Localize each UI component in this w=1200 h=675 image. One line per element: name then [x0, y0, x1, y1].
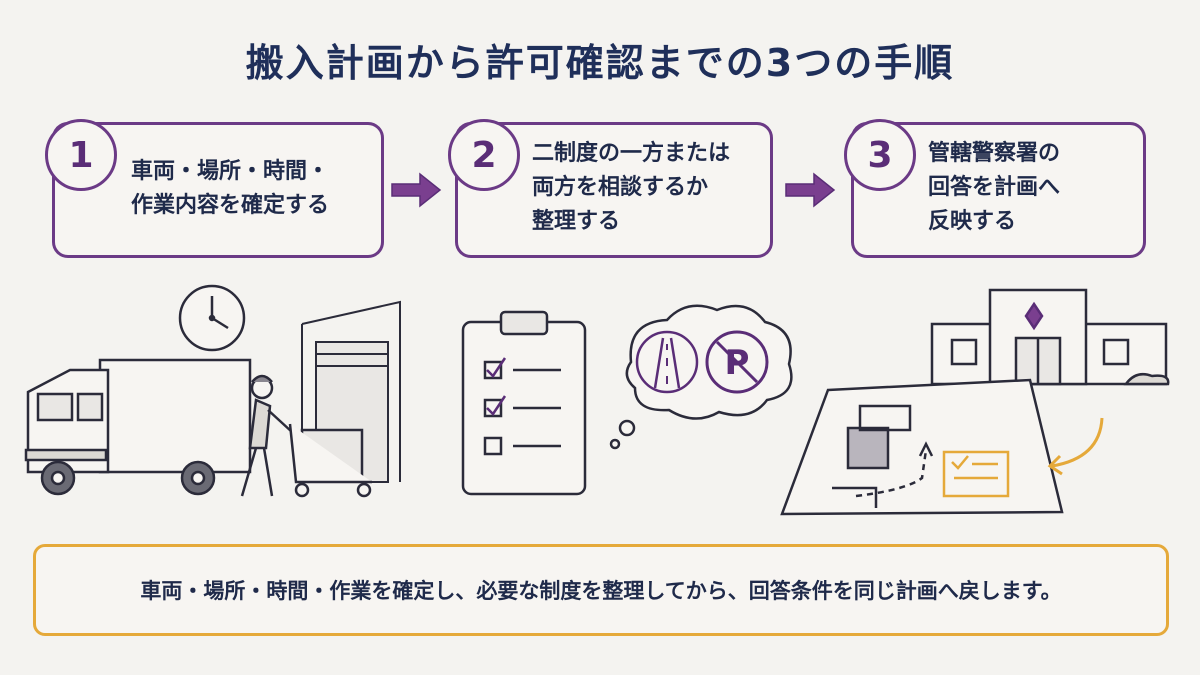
clipboard-checklist-icon [461, 310, 587, 496]
police-station-icon [930, 288, 1170, 386]
step-2-box: 2 二制度の一方または 両方を相談するか 整理する [448, 119, 773, 258]
site-map-icon [780, 378, 1064, 516]
step-3-illustration [780, 288, 1170, 516]
approval-document-icon [942, 450, 1010, 498]
worker-icon [240, 374, 293, 497]
summary-text: 車両・場所・時間・作業を確定し、必要な制度を整理してから、回答条件を同じ計画へ戻… [140, 579, 1062, 603]
step-1-number: 1 [45, 119, 117, 191]
step-3-box: 3 管轄警察署の 回答を計画へ 反映する [844, 119, 1146, 258]
road-icon [635, 330, 699, 394]
summary-box: 車両・場所・時間・作業を確定し、必要な制度を整理してから、回答条件を同じ計画へ戻… [33, 544, 1169, 636]
step-3-text: 管轄警察署の 回答を計画へ 反映する [928, 141, 1061, 234]
no-parking-icon: P [705, 330, 769, 394]
step-1-box: 1 車両・場所・時間・ 作業内容を確定する [45, 119, 384, 258]
clock-icon [178, 284, 246, 352]
arrow-right-icon [391, 172, 442, 208]
step-2-number: 2 [448, 119, 520, 191]
cart-icon [288, 423, 372, 498]
step-2-illustration: P [461, 304, 793, 496]
curved-arrow-icon [1051, 417, 1104, 468]
step-1-text: 車両・場所・時間・ 作業内容を確定する [131, 159, 330, 218]
arrow-right-icon [785, 172, 836, 208]
truck-icon [24, 358, 252, 496]
step-1-illustration [24, 284, 401, 498]
page-title: 搬入計画から許可確認までの3つの手順 [245, 41, 955, 85]
step-2-text: 二制度の一方または 両方を相談するか 整理する [532, 141, 731, 234]
step-3-number: 3 [844, 119, 916, 191]
